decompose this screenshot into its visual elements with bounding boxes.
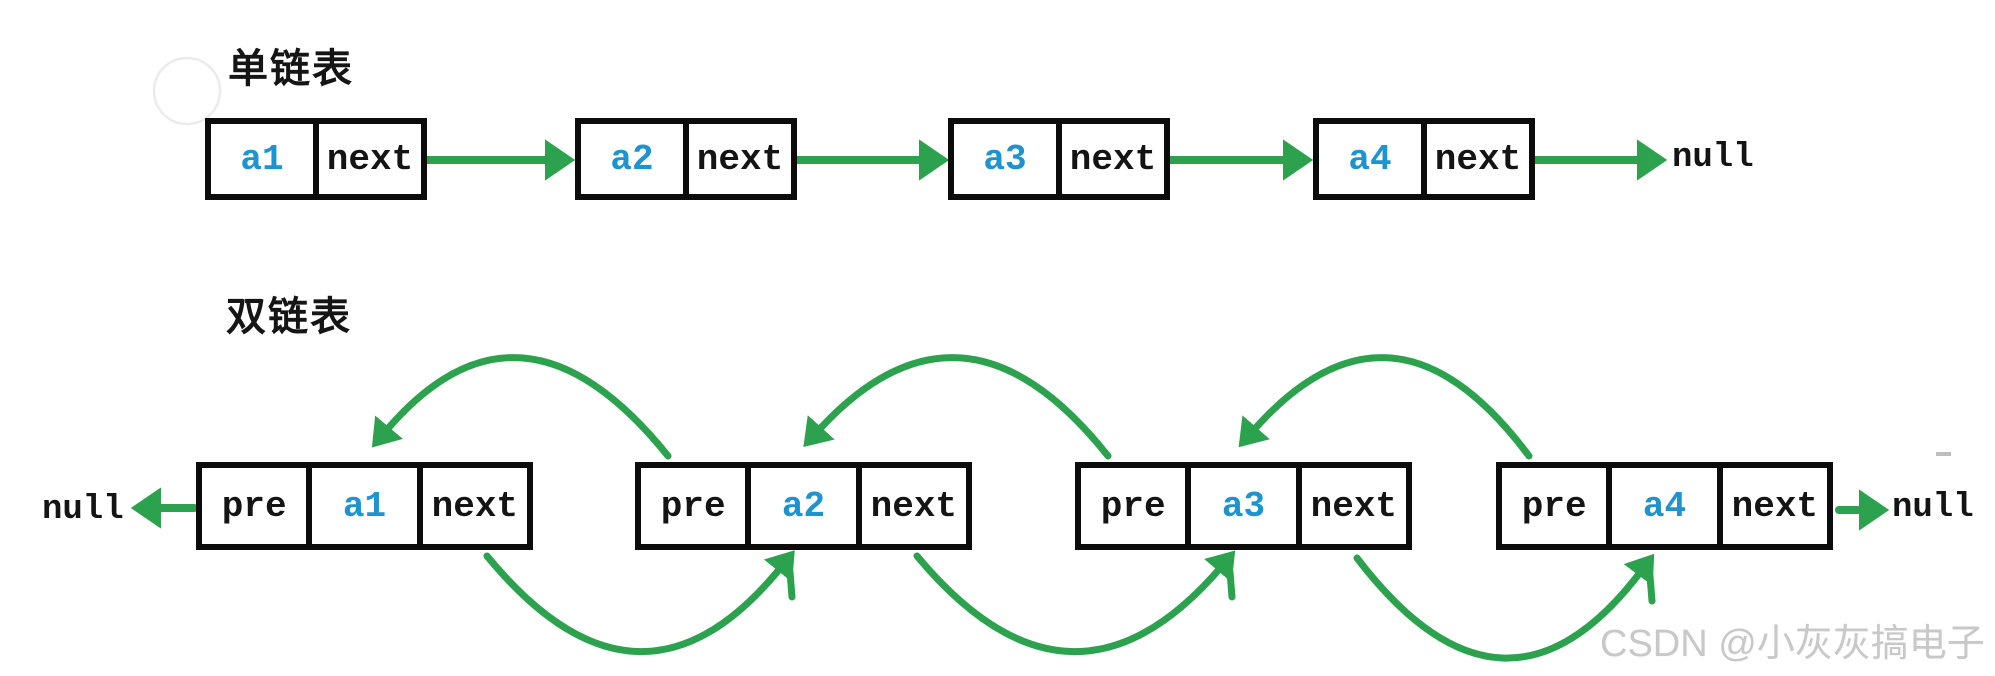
arc-tip-tick [786, 568, 796, 601]
node-value: a1 [240, 138, 284, 180]
node-next-pointer: next [683, 124, 791, 194]
arc-pre-a3-a2 [803, 354, 1112, 460]
doubly-node-2: pre a2 next [635, 462, 972, 550]
singly-node-4: a4 next [1313, 118, 1535, 200]
doubly-node-4: pre a4 next [1496, 462, 1833, 550]
node-next-pointer: next [416, 468, 527, 544]
node-value: a2 [745, 468, 855, 544]
node-pre-pointer: pre [1100, 485, 1166, 527]
sketch-circle [152, 56, 222, 126]
doubly-tail-null: null [1892, 489, 1974, 527]
node-next-pointer: next [855, 468, 966, 544]
arc-next-a1-a2 [483, 550, 795, 656]
node-next-pointer: next [313, 124, 421, 194]
node-value: a2 [610, 138, 654, 180]
node-pre-pointer: pre [221, 485, 287, 527]
singly-tail-null: null [1672, 139, 1754, 177]
stray-mark [1936, 452, 1951, 456]
node-value: a4 [1606, 468, 1716, 544]
node-pre-pointer: pre [1521, 485, 1587, 527]
doubly-list-title: 双链表 [226, 293, 352, 340]
doubly-next-arcs [483, 550, 1656, 662]
doubly-head-null: null [42, 491, 124, 529]
arc-tip-tick [1646, 572, 1656, 605]
node-value: a4 [1348, 138, 1392, 180]
node-value: a3 [983, 138, 1027, 180]
singly-list-title: 单链表 [228, 45, 354, 92]
arc-next-a2-a3 [913, 550, 1236, 656]
doubly-pre-arcs [371, 354, 1533, 460]
doubly-node-3: pre a3 next [1075, 462, 1412, 550]
node-next-pointer: next [1295, 468, 1406, 544]
node-value: a1 [306, 468, 416, 544]
csdn-watermark: CSDN @小灰灰搞电子 [1600, 623, 1985, 665]
node-next-pointer: next [1056, 124, 1164, 194]
arc-tip-tick [1226, 568, 1236, 601]
singly-node-3: a3 next [948, 118, 1170, 200]
node-pre-pointer: pre [660, 485, 726, 527]
arc-pre-a4-a3 [1238, 354, 1533, 460]
singly-node-1: a1 next [205, 118, 427, 200]
singly-node-2: a2 next [575, 118, 797, 200]
arc-pre-a2-a1 [371, 354, 672, 460]
node-next-pointer: next [1716, 468, 1827, 544]
node-next-pointer: next [1421, 124, 1529, 194]
node-value: a3 [1185, 468, 1295, 544]
doubly-node-1: pre a1 next [196, 462, 533, 550]
